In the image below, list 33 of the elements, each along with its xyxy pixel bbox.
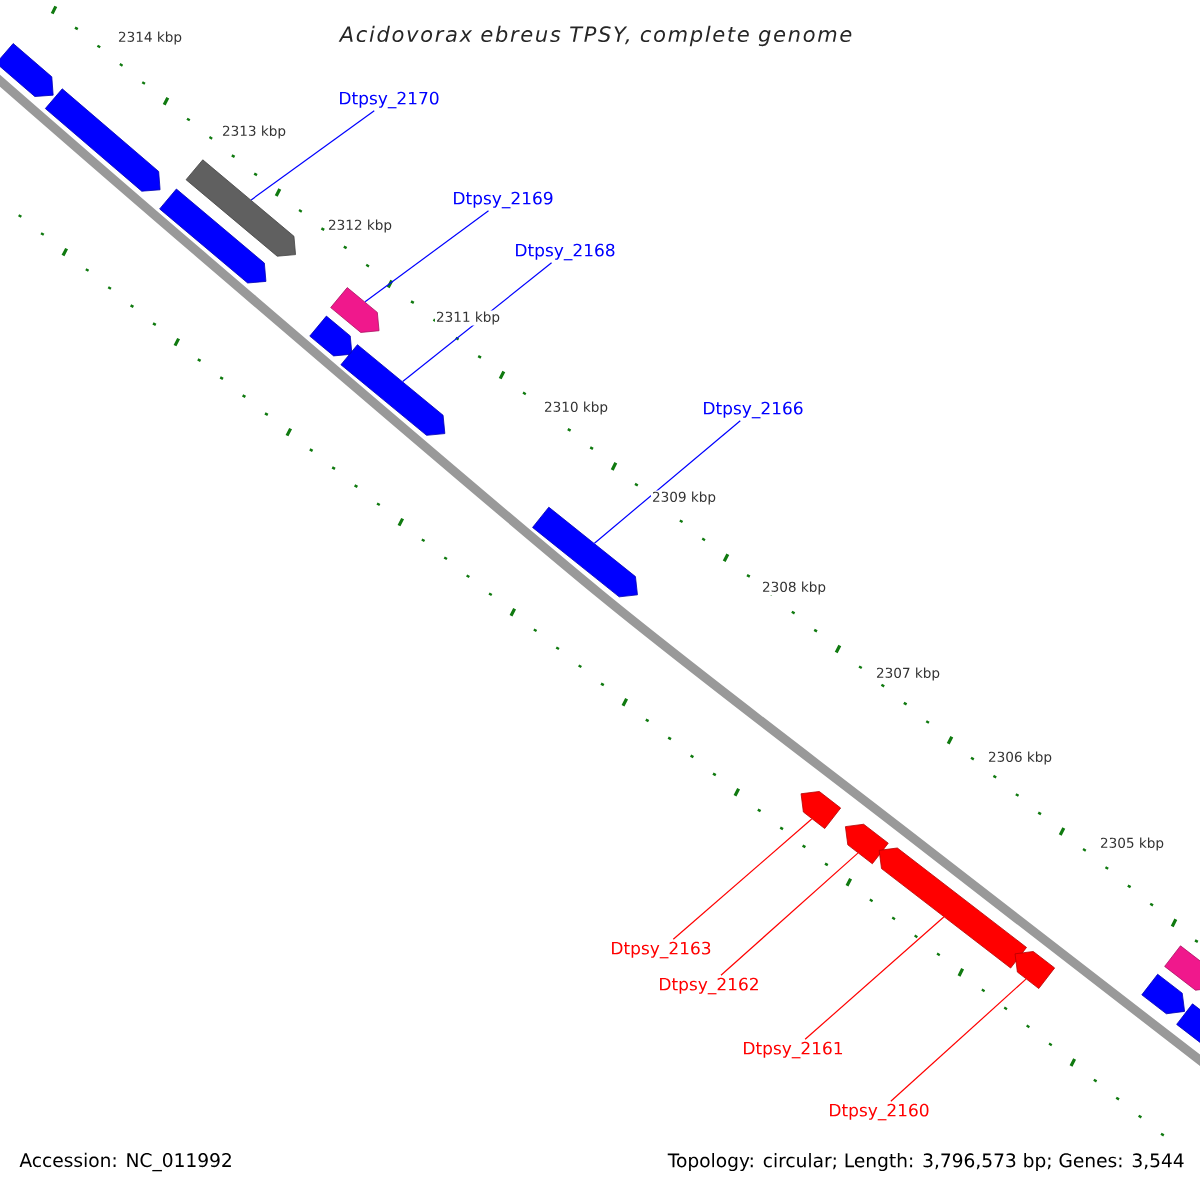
leader-line xyxy=(593,420,741,544)
gene-block xyxy=(1176,1003,1200,1049)
gene-block xyxy=(1164,945,1200,991)
gene-block xyxy=(878,847,1027,969)
leader-line xyxy=(720,852,859,976)
gene-label: Dtpsy_2162 xyxy=(660,977,758,995)
gene-label: Dtpsy_2166 xyxy=(704,401,803,419)
leader-line xyxy=(890,978,1027,1102)
gene-block xyxy=(309,315,353,357)
leader-line xyxy=(250,110,375,201)
accession-text: Accession: NC_011992 xyxy=(19,1152,231,1172)
gene-label: Dtpsy_2163 xyxy=(612,941,711,959)
gene-block xyxy=(0,43,54,97)
gene-block xyxy=(532,506,638,598)
title: Acidovorax ebreus TPSY, complete genome xyxy=(338,25,852,47)
gene-label: Dtpsy_2168 xyxy=(516,243,615,261)
gene-block xyxy=(1014,951,1056,989)
gene-label: Dtpsy_2169 xyxy=(454,191,553,209)
gene-block xyxy=(185,159,296,257)
gene-block xyxy=(340,344,446,436)
gene-block xyxy=(330,287,380,333)
gene-block xyxy=(1141,973,1185,1015)
gene-block xyxy=(845,823,889,865)
leader-line xyxy=(804,916,945,1040)
gene-label: Dtpsy_2161 xyxy=(744,1041,843,1059)
gene-label: Dtpsy_2170 xyxy=(340,91,439,109)
genome-summary: Topology: circular; Length: 3,796,573 bp; Genes: 3,544 xyxy=(667,1153,1184,1171)
gene-block xyxy=(800,791,842,829)
gene-block xyxy=(44,88,161,192)
gene-block xyxy=(159,188,267,284)
gene-label: Dtpsy_2160 xyxy=(830,1103,929,1121)
leader-line xyxy=(364,210,490,303)
leader-line xyxy=(672,818,813,940)
